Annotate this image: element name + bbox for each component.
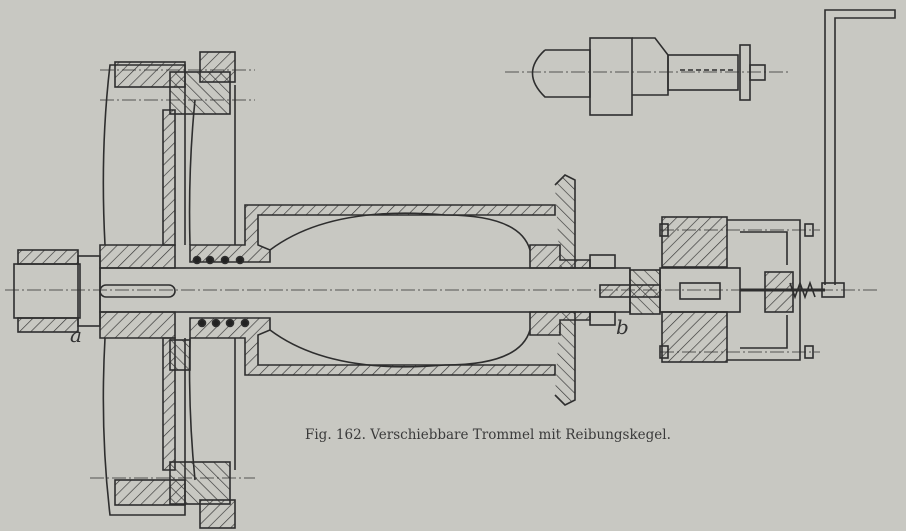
detail-view bbox=[505, 37, 790, 116]
clutch-mechanism bbox=[599, 216, 825, 363]
keyway bbox=[99, 284, 176, 298]
friction-cone-wheel bbox=[90, 51, 255, 529]
label-a: a bbox=[70, 323, 82, 347]
cone-hub bbox=[99, 244, 176, 339]
figure-caption: Fig. 162. Verschiebbare Trommel mit Reib… bbox=[305, 427, 671, 443]
drum bbox=[189, 85, 616, 470]
springs bbox=[192, 255, 250, 328]
shaft-stub-a bbox=[13, 249, 101, 333]
label-b: b bbox=[616, 315, 629, 339]
crank-handle bbox=[821, 9, 896, 298]
